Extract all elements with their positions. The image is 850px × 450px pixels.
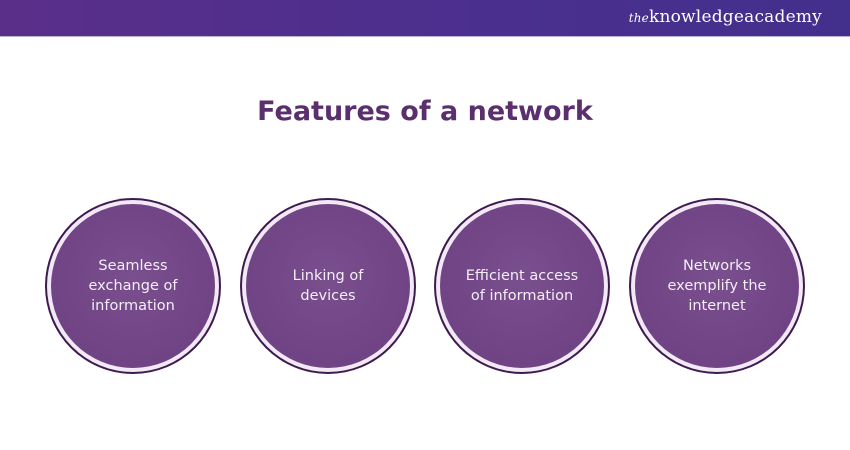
feature-label: Seamless exchange of information bbox=[51, 204, 215, 368]
feature-circle: Networks exemplify the internet bbox=[629, 198, 805, 374]
feature-circle: Efficient access of information bbox=[434, 198, 610, 374]
feature-label: Networks exemplify the internet bbox=[635, 204, 799, 368]
header-bar: theknowledgeacademy bbox=[0, 0, 850, 37]
feature-label: Linking of devices bbox=[246, 204, 410, 368]
logo-prefix: the bbox=[628, 11, 649, 25]
page-title: Features of a network bbox=[257, 96, 593, 127]
feature-label: Efficient access of information bbox=[440, 204, 604, 368]
feature-circle: Seamless exchange of information bbox=[45, 198, 221, 374]
feature-circle: Linking of devices bbox=[240, 198, 416, 374]
logo-main: knowledgeacademy bbox=[648, 7, 822, 27]
brand-logo[interactable]: theknowledgeacademy bbox=[629, 7, 822, 27]
